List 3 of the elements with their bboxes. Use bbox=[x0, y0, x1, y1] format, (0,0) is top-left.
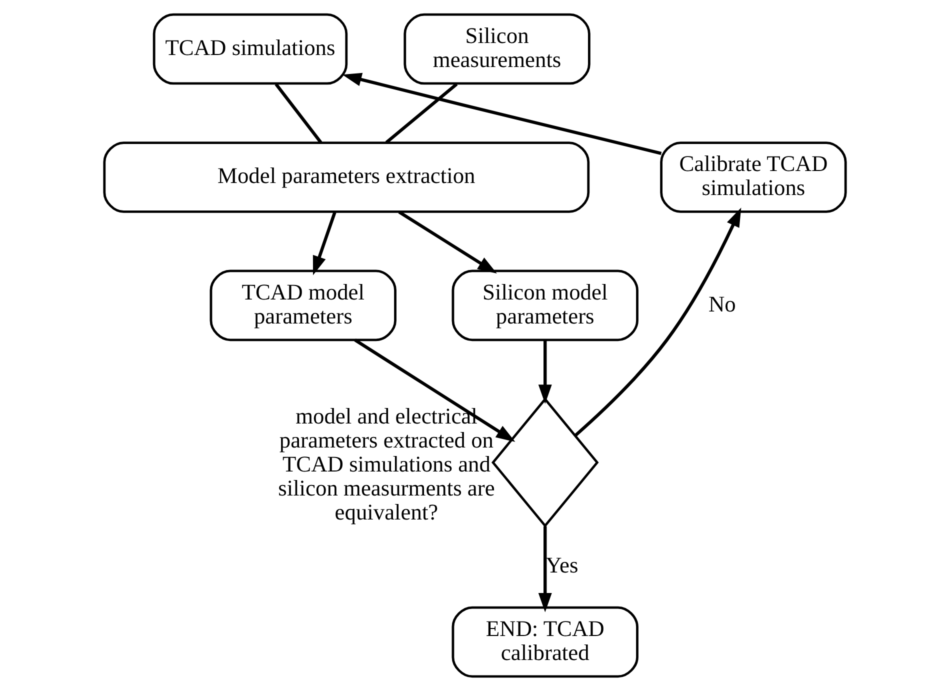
node-label: model and electrical parameters extracted on TCAD simulations and silicon measurments are equivalent? bbox=[278, 404, 495, 525]
edge-label: Yes bbox=[546, 552, 578, 578]
edge-label: No bbox=[708, 291, 736, 316]
